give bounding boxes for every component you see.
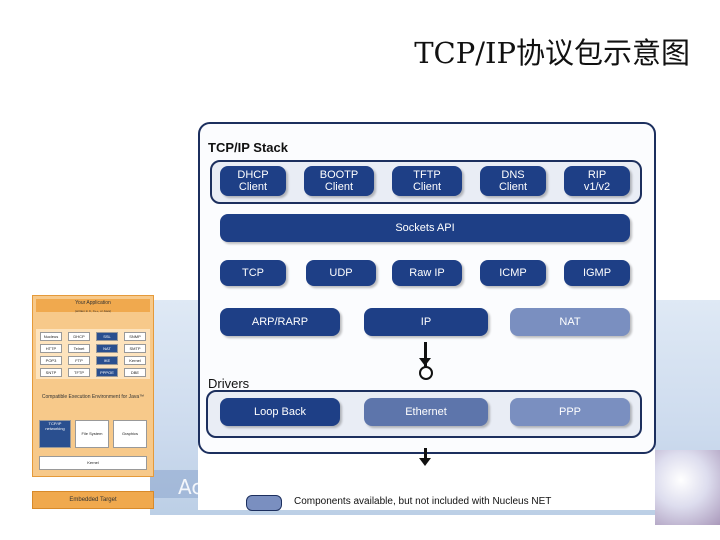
thumbnail-cell: HTTP (40, 344, 62, 353)
thumbnail-header-sub: (written in C, C++, or Java) (75, 309, 111, 313)
network-pill-arp: ARP/RARP (220, 308, 340, 336)
thumbnail-cell: SNTP (40, 368, 62, 377)
driver-pill-loopback: Loop Back (220, 398, 340, 426)
thumbnail-box: File System (75, 420, 109, 448)
thumbnail-kernel: Kernel (39, 456, 147, 470)
thumbnail-cell: POP3 (40, 356, 62, 365)
thumbnail-cell: Telnet (68, 344, 90, 353)
thumbnail-cell: SNMP (124, 332, 146, 341)
thumbnail-footer: Embedded Target (32, 491, 154, 509)
app-pill-bootp: BOOTP Client (304, 166, 374, 196)
app-pill-tftp: TFTP Client (392, 166, 462, 196)
driver-pill-ethernet: Ethernet (364, 398, 488, 426)
thumbnail-box: Graphics (113, 420, 147, 448)
slide-title: TCP/IP协议包示意图 (414, 36, 690, 70)
thumbnail-cell: IKE (96, 356, 118, 365)
arrow-shaft-lower (424, 448, 427, 460)
thumbnail-cell: SSL (96, 332, 118, 341)
thumbnail-mid-title: Compatible Execution Environment for Jav… (41, 394, 145, 400)
transport-pill-tcp: TCP (220, 260, 286, 286)
legend-swatch (246, 495, 282, 511)
arrow-down-icon (419, 458, 431, 466)
thumbnail-cell: NAT (96, 344, 118, 353)
thumbnail-cell: FTP (68, 356, 90, 365)
stack-label: TCP/IP Stack (208, 140, 288, 155)
arrow-down-icon (419, 358, 431, 366)
thumbnail-cell: Kernel (124, 356, 146, 365)
architecture-thumbnail: Your Application (written in C, C++, or … (32, 295, 154, 510)
thumbnail-cell: SMTP (124, 344, 146, 353)
app-pill-dns: DNS Client (480, 166, 546, 196)
thumbnail-protocol-grid: Nucleus DHCP SSL SNMP HTTP Telnet NAT SM… (36, 329, 150, 379)
app-pill-rip: RIP v1/v2 (564, 166, 630, 196)
thumbnail-box: TCP/IP networking (39, 420, 71, 448)
transport-pill-udp: UDP (306, 260, 376, 286)
thumbnail-cell: Nucleus (40, 332, 62, 341)
thumbnail-cell: TFTP (68, 368, 90, 377)
driver-pill-ppp: PPP (510, 398, 630, 426)
app-pill-dhcp: DHCP Client (220, 166, 286, 196)
connector-circle-icon (419, 366, 433, 380)
network-pill-nat: NAT (510, 308, 630, 336)
thumbnail-header: Your Application (written in C, C++, or … (36, 299, 150, 313)
thumbnail-cell: PPPOE (96, 368, 118, 377)
tcpip-stack-diagram: TCP/IP Stack DHCP Client BOOTP Client TF… (198, 118, 656, 511)
transport-pill-icmp: ICMP (480, 260, 546, 286)
network-pill-ip: IP (364, 308, 488, 336)
drivers-label: Drivers (208, 376, 250, 391)
thumbnail-header-title: Your Application (75, 300, 111, 306)
transport-pill-rawip: Raw IP (392, 260, 462, 286)
background-emblem (655, 450, 720, 525)
thumbnail-cell: DHCP (68, 332, 90, 341)
legend-text: Components available, but not included w… (294, 496, 552, 507)
transport-pill-igmp: IGMP (564, 260, 630, 286)
thumbnail-cell: DBE (124, 368, 146, 377)
thumbnail-panel: Your Application (written in C, C++, or … (32, 295, 154, 477)
sockets-api-bar: Sockets API (220, 214, 630, 242)
arrow-shaft-upper (424, 342, 427, 368)
